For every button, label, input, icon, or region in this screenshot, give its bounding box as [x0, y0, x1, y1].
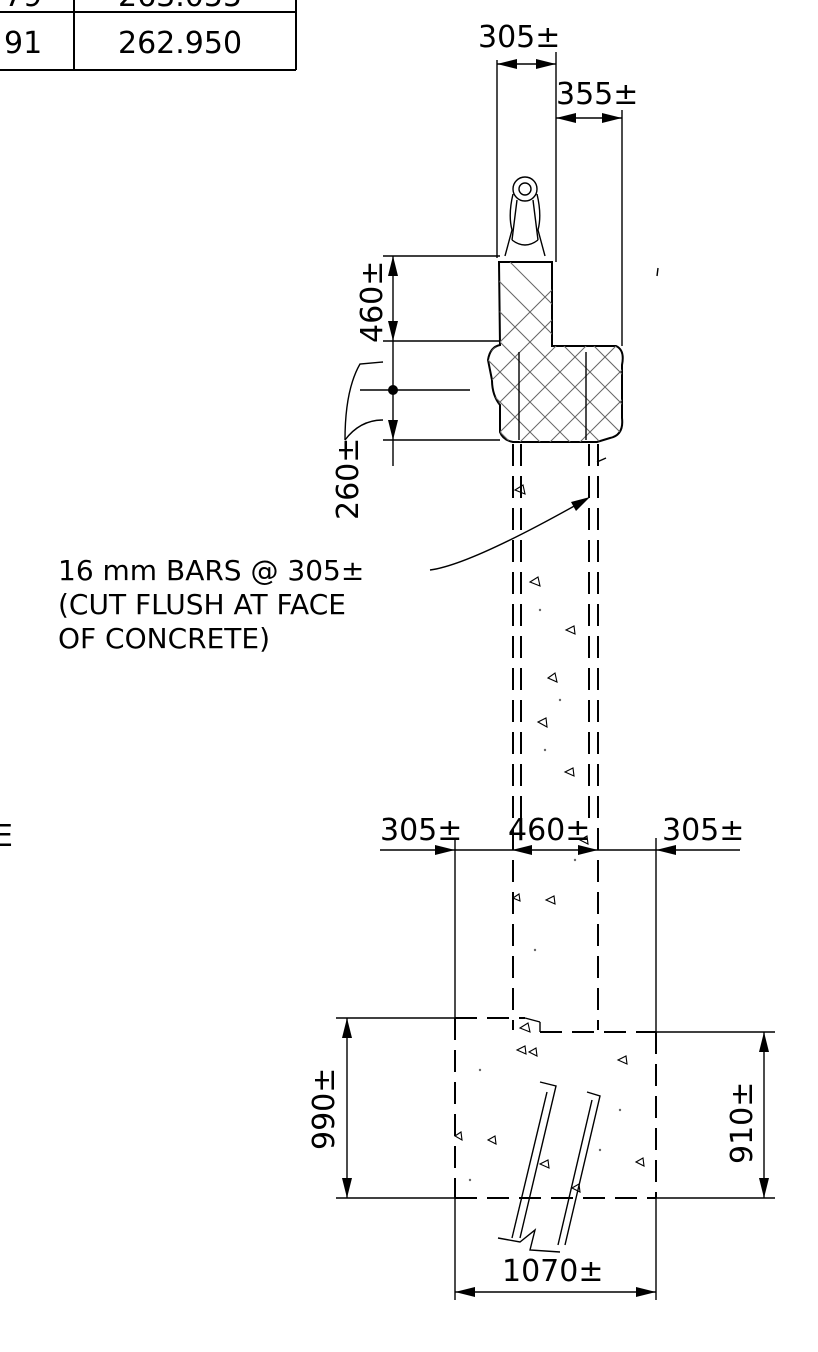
elevation-table: 79 263.055 91 262.950 [0, 0, 297, 71]
dim-offset-width: 355± [556, 77, 638, 112]
concrete-footing [453, 1017, 657, 1253]
footing-horizontal-dimensions: 305± 460± 305± [380, 813, 744, 1040]
dim-footing-right: 305± [662, 813, 744, 848]
table-row1-col2: 263.055 [118, 0, 242, 14]
bar-note: 16 mm BARS @ 305± (CUT FLUSH AT FACE OF … [58, 497, 590, 655]
dim-column-width: 460± [508, 813, 590, 848]
dim-footing-left: 305± [380, 813, 462, 848]
dim-footing-depth-left: 990± [307, 1068, 342, 1150]
concrete-column [511, 444, 607, 1030]
note-line3: OF CONCRETE) [58, 622, 270, 655]
blockout-head [486, 261, 624, 443]
footing-width-dimension: 1070± [454, 1198, 657, 1300]
dim-height-lower: 260± [331, 438, 366, 520]
dim-height-upper: 460± [355, 261, 390, 343]
table-row1-col1: 79 [4, 0, 42, 14]
note-line1: 16 mm BARS @ 305± [58, 554, 364, 587]
dim-footing-width: 1070± [502, 1254, 603, 1289]
note-line2: (CUT FLUSH AT FACE [58, 588, 346, 621]
footing-vertical-dimensions: 990± 910± [307, 1017, 775, 1199]
table-row2-col1: 91 [4, 26, 42, 61]
top-dimensions: 305± 355± [478, 20, 638, 346]
left-edge-fragment: E [0, 819, 13, 854]
dim-footing-depth-right: 910± [725, 1082, 760, 1164]
table-row2-col2: 262.950 [118, 26, 242, 61]
post-top-hook [504, 176, 546, 257]
left-vertical-dimensions: 460± 260± [331, 255, 500, 520]
dim-post-width: 305± [478, 20, 560, 55]
